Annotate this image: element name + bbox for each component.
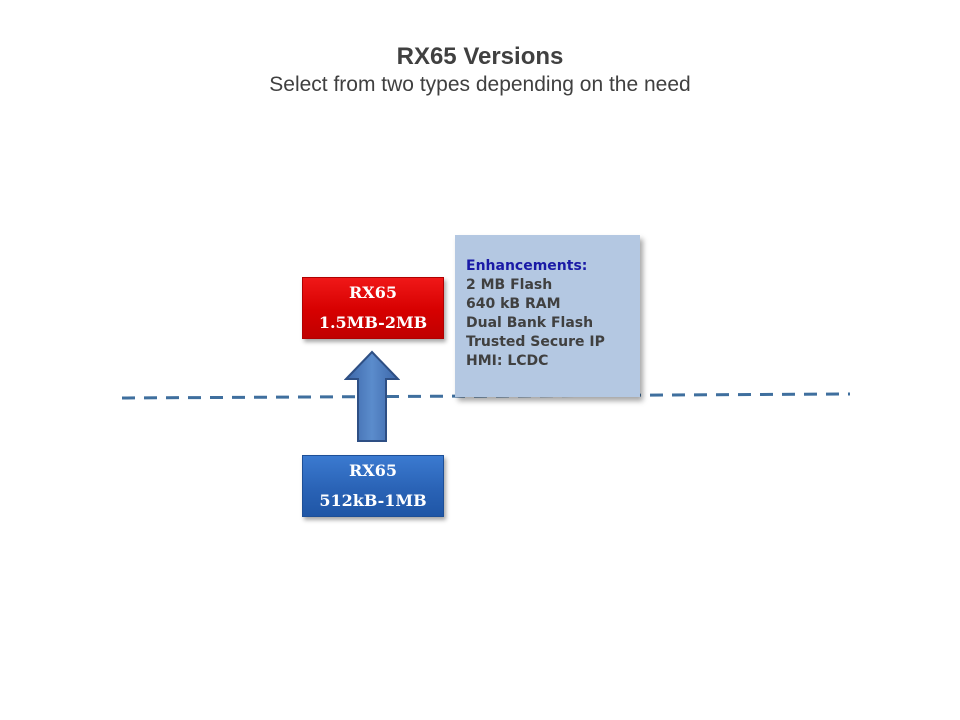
enhancements-title: Enhancements:	[466, 258, 588, 274]
rx65-low-memory: 512kB-1MB	[319, 491, 427, 510]
rx65-high-name: RX65	[349, 283, 397, 302]
enhancements-box: Enhancements: 2 MB Flash 640 kB RAM Dual…	[455, 235, 640, 397]
enhancement-item: 2 MB Flash	[466, 277, 553, 293]
upgrade-arrow-icon	[344, 350, 400, 442]
rx65-high-memory-box: RX65 1.5MB-2MB	[302, 277, 444, 339]
rx65-high-memory: 1.5MB-2MB	[318, 313, 428, 332]
enhancement-item: Trusted Secure IP	[466, 334, 605, 350]
enhancement-item: Dual Bank Flash	[466, 315, 594, 331]
enhancement-item: HMI: LCDC	[466, 353, 549, 369]
slide-title: RX65 Versions	[396, 43, 564, 70]
rx65-low-name: RX65	[349, 461, 397, 480]
enhancement-item: 640 kB RAM	[466, 296, 561, 312]
enhancements-list: 2 MB Flash 640 kB RAM Dual Bank Flash Tr…	[466, 276, 605, 371]
slide-subtitle: Select from two types depending on the n…	[269, 73, 691, 96]
rx65-low-memory-box: RX65 512kB-1MB	[302, 455, 444, 517]
